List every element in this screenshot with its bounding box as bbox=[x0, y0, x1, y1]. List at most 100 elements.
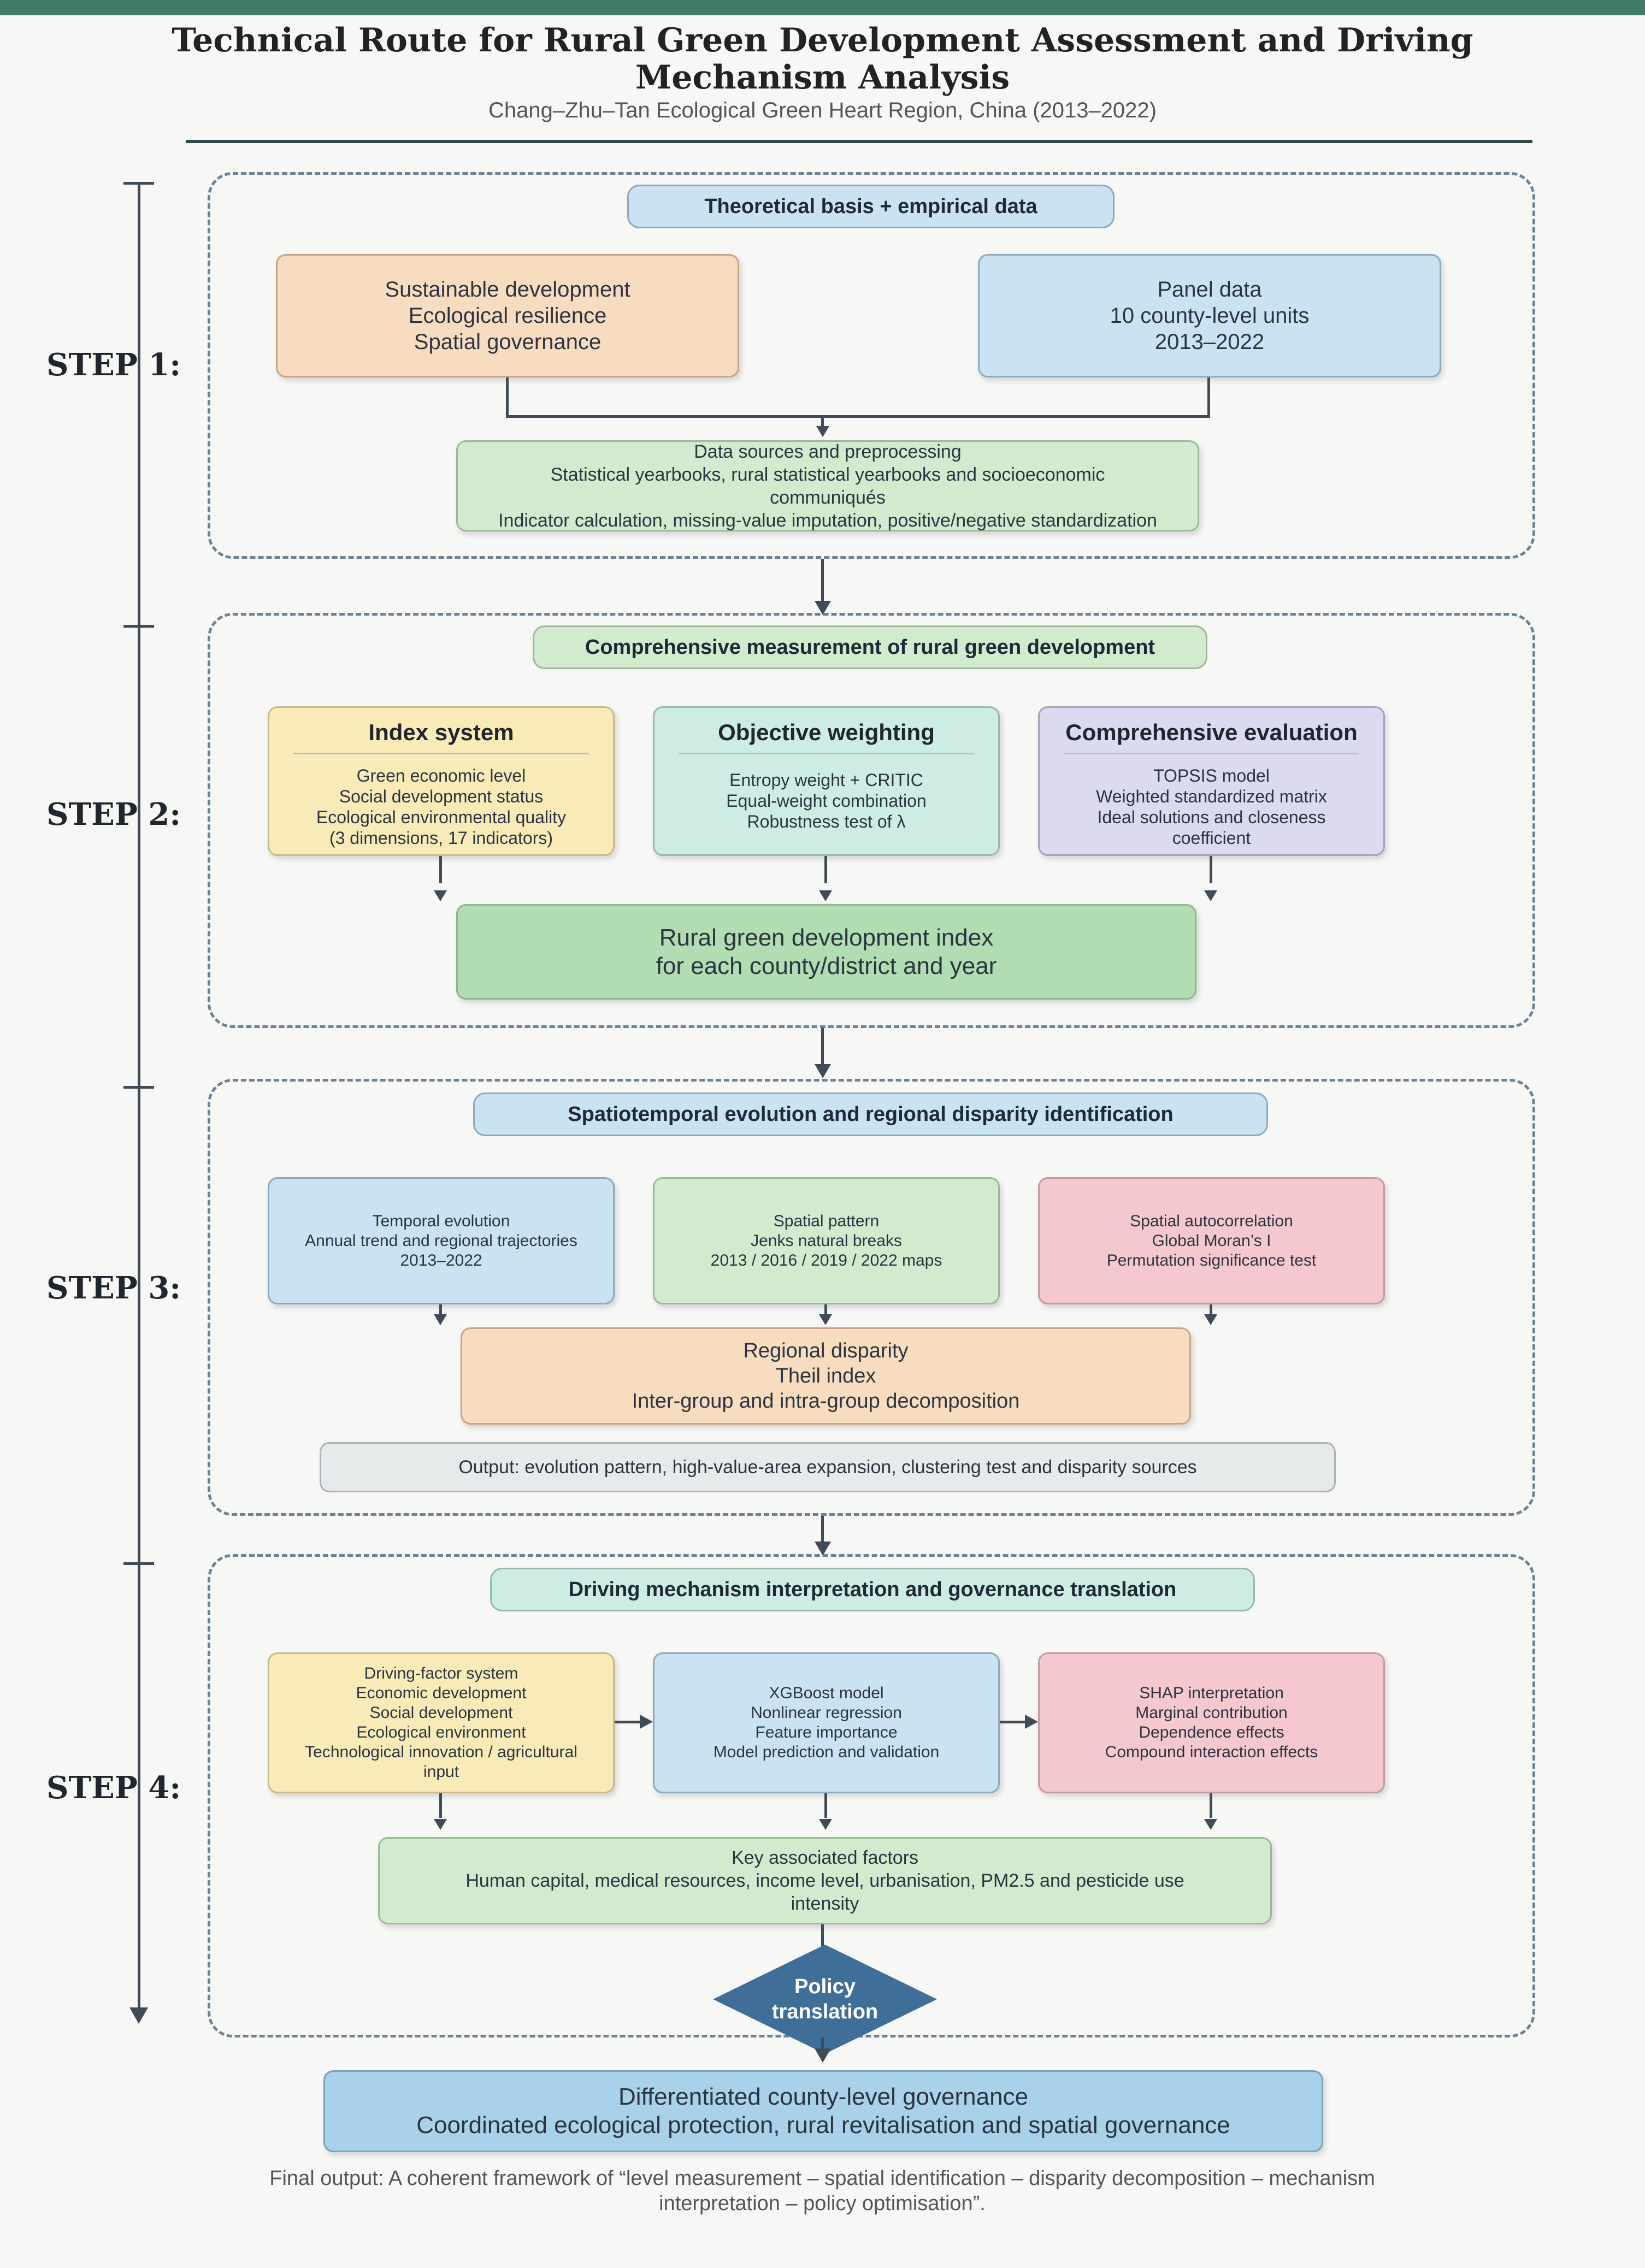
policy-translation-diamond: Policy translation bbox=[713, 1945, 937, 2054]
temporal-line: Annual trend and regional trajectories bbox=[305, 1231, 577, 1250]
title-rule bbox=[186, 140, 1532, 143]
theory-line: Spatial governance bbox=[414, 330, 602, 354]
data-line: Statistical yearbooks, rural statistical… bbox=[550, 464, 1105, 485]
connector-step4-final bbox=[821, 2037, 824, 2054]
factor-line: Technological innovation / agricultural bbox=[305, 1743, 577, 1761]
evaluation-line: coefficient bbox=[1172, 828, 1251, 848]
evaluation-line: Ideal solutions and closeness bbox=[1097, 807, 1326, 827]
theory-box: Sustainable development Ecological resil… bbox=[276, 254, 739, 377]
step-2-panel bbox=[208, 613, 1535, 1028]
autocorr-line: Permutation significance test bbox=[1106, 1251, 1317, 1269]
final-output-note: Final output: A coherent framework of “l… bbox=[219, 2166, 1426, 2216]
step-3-header-text: Spatiotemporal evolution and regional di… bbox=[568, 1102, 1174, 1126]
panel-data-line: Panel data bbox=[1157, 277, 1262, 302]
arrow-factor-xgboost bbox=[640, 1715, 653, 1729]
key-line: Human capital, medical resources, income… bbox=[465, 1870, 1184, 1891]
timeline-axis bbox=[138, 183, 140, 2010]
arrow-to-data bbox=[816, 426, 829, 437]
theory-line: Ecological resilience bbox=[408, 304, 607, 328]
policy-line: translation bbox=[771, 2000, 878, 2023]
step-4-panel bbox=[208, 1554, 1535, 2037]
top-accent-bar bbox=[0, 0, 1645, 15]
arrow-shap-down bbox=[1204, 1819, 1217, 1830]
shap-line: Marginal contribution bbox=[1135, 1704, 1288, 1722]
evaluation-line: Weighted standardized matrix bbox=[1096, 787, 1327, 806]
key-line: intensity bbox=[791, 1893, 859, 1914]
factor-line: Driving-factor system bbox=[364, 1664, 518, 1682]
arrow-evaluation-down bbox=[1204, 890, 1217, 901]
objective-weighting-title: Objective weighting bbox=[718, 719, 935, 745]
spatial-line: 2013 / 2016 / 2019 / 2022 maps bbox=[710, 1251, 942, 1269]
objective-weighting-card: Objective weighting Entropy weight + CRI… bbox=[653, 706, 1000, 856]
connector-step3-step4 bbox=[821, 1516, 824, 1549]
step-2-label: STEP 2: bbox=[46, 796, 181, 832]
theory-line: Sustainable development bbox=[385, 277, 630, 302]
xgboost-line: Nonlinear regression bbox=[751, 1704, 902, 1722]
step-2-header: Comprehensive measurement of rural green… bbox=[533, 625, 1207, 669]
disparity-line: Theil index bbox=[775, 1365, 876, 1387]
footnote-line-1: Final output: A coherent framework of “l… bbox=[269, 2167, 1375, 2190]
xgboost-line: Model prediction and validation bbox=[713, 1743, 940, 1761]
step-2-header-text: Comprehensive measurement of rural green… bbox=[585, 635, 1155, 659]
arrow-temporal-down bbox=[434, 1314, 447, 1325]
step-1-header-text: Theoretical basis + empirical data bbox=[704, 194, 1037, 218]
connector-merge bbox=[506, 415, 1210, 418]
step-3-output-box: Output: evolution pattern, high-value-ar… bbox=[320, 1442, 1336, 1492]
xgboost-line: XGBoost model bbox=[769, 1684, 884, 1702]
step-1-panel bbox=[208, 172, 1535, 559]
data-line: communiqués bbox=[770, 487, 886, 508]
index-line: Social development status bbox=[339, 787, 544, 806]
arrow-xgboost-shap bbox=[1025, 1715, 1038, 1729]
spatial-line: Jenks natural breaks bbox=[751, 1231, 902, 1250]
policy-line: Policy bbox=[794, 1975, 856, 1998]
temporal-line: Temporal evolution bbox=[372, 1212, 510, 1230]
connector-factor-xgboost bbox=[615, 1721, 641, 1723]
shap-line: SHAP interpretation bbox=[1139, 1684, 1284, 1702]
panel-data-line: 2013–2022 bbox=[1154, 330, 1265, 354]
data-line: Indicator calculation, missing-value imp… bbox=[498, 510, 1157, 531]
title-line-2: Mechanism Analysis bbox=[635, 58, 1010, 97]
temporal-evolution-box: Temporal evolution Annual trend and regi… bbox=[268, 1177, 615, 1304]
data-preprocessing-box: Data sources and preprocessing Statistic… bbox=[456, 440, 1199, 531]
xgboost-line: Feature importance bbox=[755, 1723, 898, 1741]
arrow-step2-step3 bbox=[815, 1064, 831, 1078]
connector-merge-down bbox=[821, 415, 824, 427]
index-system-title: Index system bbox=[368, 719, 514, 745]
connector-panel-down bbox=[1207, 377, 1210, 418]
final-line: Differentiated county-level governance bbox=[618, 2083, 1029, 2110]
result-line: Rural green development index bbox=[659, 924, 994, 951]
spatial-autocorrelation-box: Spatial autocorrelation Global Moran’s I… bbox=[1038, 1177, 1385, 1304]
card-divider bbox=[1064, 753, 1359, 754]
connector-spatial-down bbox=[824, 1304, 827, 1315]
step-3-label: STEP 3: bbox=[46, 1270, 181, 1306]
regional-disparity-box: Regional disparity Theil index Inter-gro… bbox=[461, 1327, 1191, 1425]
autocorr-line: Spatial autocorrelation bbox=[1130, 1212, 1293, 1230]
arrow-spatial-down bbox=[819, 1314, 832, 1325]
shap-box: SHAP interpretation Marginal contributio… bbox=[1038, 1652, 1385, 1793]
step-4-header-text: Driving mechanism interpretation and gov… bbox=[568, 1578, 1177, 1601]
autocorr-line: Global Moran’s I bbox=[1152, 1231, 1271, 1250]
connector-xgboost-down bbox=[824, 1793, 827, 1818]
comprehensive-evaluation-card: Comprehensive evaluation TOPSIS model We… bbox=[1038, 706, 1385, 856]
spatial-pattern-box: Spatial pattern Jenks natural breaks 201… bbox=[653, 1177, 1000, 1304]
index-system-card: Index system Green economic level Social… bbox=[268, 706, 615, 856]
step-3-header: Spatiotemporal evolution and regional di… bbox=[473, 1092, 1268, 1136]
arrow-xgboost-down bbox=[819, 1819, 832, 1830]
factor-line: Ecological environment bbox=[356, 1723, 526, 1741]
weighting-line: Equal-weight combination bbox=[726, 791, 927, 811]
arrow-step3-step4 bbox=[815, 1541, 831, 1556]
connector-evaluation-down bbox=[1210, 856, 1212, 883]
diamond-shape bbox=[713, 1945, 937, 2054]
connector-temporal-down bbox=[439, 1304, 442, 1315]
spatial-line: Spatial pattern bbox=[773, 1212, 880, 1230]
final-line: Coordinated ecological protection, rural… bbox=[416, 2112, 1230, 2139]
connector-step1-step2 bbox=[821, 559, 824, 608]
green-index-result-box: Rural green development index for each c… bbox=[456, 904, 1196, 1000]
card-divider bbox=[293, 753, 589, 754]
connector-shap-down bbox=[1210, 1793, 1212, 1818]
card-divider bbox=[679, 753, 974, 754]
factor-line: Economic development bbox=[356, 1684, 527, 1702]
evaluation-line: TOPSIS model bbox=[1153, 766, 1270, 785]
title-line-1: Technical Route for Rural Green Developm… bbox=[172, 21, 1473, 60]
arrow-step1-step2 bbox=[815, 601, 831, 615]
